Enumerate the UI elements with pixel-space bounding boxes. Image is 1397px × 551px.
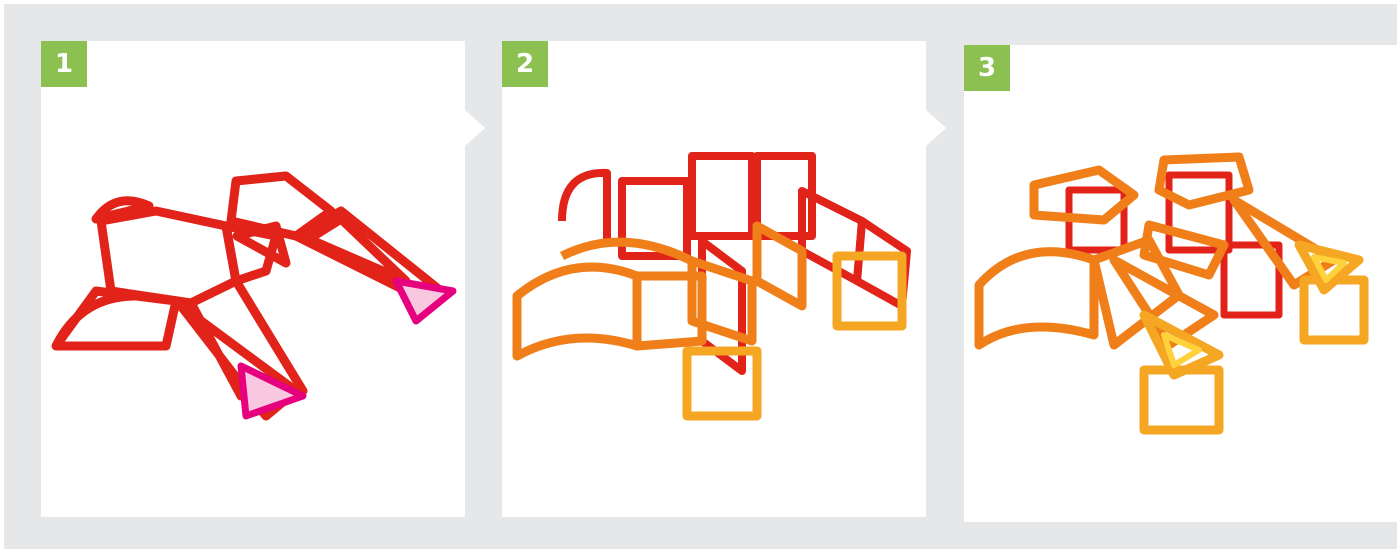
step-1-flat-layout-image bbox=[41, 41, 465, 517]
step-1-arrow bbox=[465, 110, 485, 146]
step-3-panel: 3 bbox=[964, 45, 1397, 522]
step-2-arrow bbox=[926, 110, 946, 146]
step-3-finished-model-image bbox=[964, 45, 1397, 522]
step-2-partial-assembly-image bbox=[502, 41, 926, 517]
step-2-panel: 2 bbox=[502, 41, 926, 517]
step-1-panel: 1 bbox=[41, 41, 465, 517]
step-3-arrow bbox=[1383, 110, 1397, 146]
